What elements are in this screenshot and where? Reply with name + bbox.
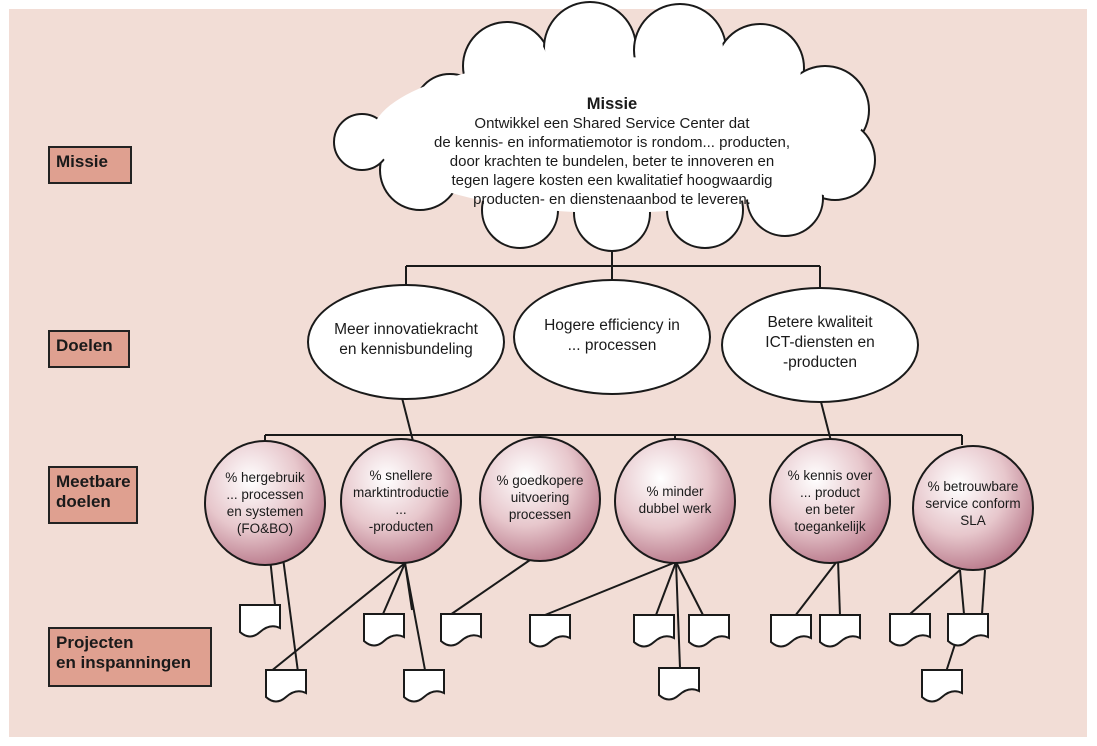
measure-text-1: % hergebruik ... processen en systemen (… [225,470,305,536]
tier-label-measurable-goals-text: Meetbare doelen [56,472,131,511]
document-icon [529,614,571,648]
measure-text-6: % betrouwbare service conform SLA [925,478,1021,528]
project-documents [239,604,989,703]
tier-label-goals-text: Doelen [56,336,113,355]
measurable-goal-circles [204,436,1034,571]
document-icon [363,613,405,647]
tier-label-projects-text: Projecten en inspanningen [56,633,192,672]
measure-text-3: % goedkopere uitvoering processen [496,472,584,522]
tier-label-mission-text: Missie [56,152,108,171]
document-icon [440,613,482,647]
goal-ellipse-1 [307,284,505,400]
goal-text-1: Meer innovatiekracht en kennisbundeling [334,321,478,358]
document-icon [688,614,730,648]
document-icon [889,613,931,647]
mission-statement: Ontwikkel een Shared Service Center dat … [433,114,790,208]
tier-label-projects: Projecten en inspanningen [48,627,212,687]
tier-label-mission: Missie [48,146,132,184]
mission-text-block: Missie Ontwikkel een Shared Service Cent… [372,86,852,216]
measure-circle-6 [912,445,1034,571]
measure-text-4: % minder dubbel werk [638,484,712,516]
document-icon [947,613,989,647]
measure-text-5: % kennis over ... product en beter toega… [787,468,873,534]
document-icon [633,614,675,648]
document-icon [770,614,812,648]
measure-circle-3 [479,436,601,562]
goal-ellipses [307,279,919,403]
tier-label-measurable-goals: Meetbare doelen [48,466,138,524]
mission-title: Missie [586,94,638,113]
measure-circle-4 [614,438,736,564]
document-icon [265,669,307,703]
document-icon [403,669,445,703]
document-icon [921,669,963,703]
document-icon [819,614,861,648]
goal-text-3: Betere kwaliteit ICT-diensten en -produc… [765,314,875,371]
mission-cloud [333,1,876,252]
document-icon [658,667,700,701]
tier-label-goals: Doelen [48,330,130,368]
document-icon [239,604,281,638]
measure-circle-5 [769,438,891,564]
goal-text-2: Hogere efficiency in ... processen [544,317,680,354]
measure-text-2: % snellere marktintroductie ... -product… [352,468,450,534]
measure-circle-1 [204,440,326,566]
goal-ellipse-3 [721,287,919,403]
goal-ellipse-2 [513,279,711,395]
measure-circle-2 [340,438,462,564]
